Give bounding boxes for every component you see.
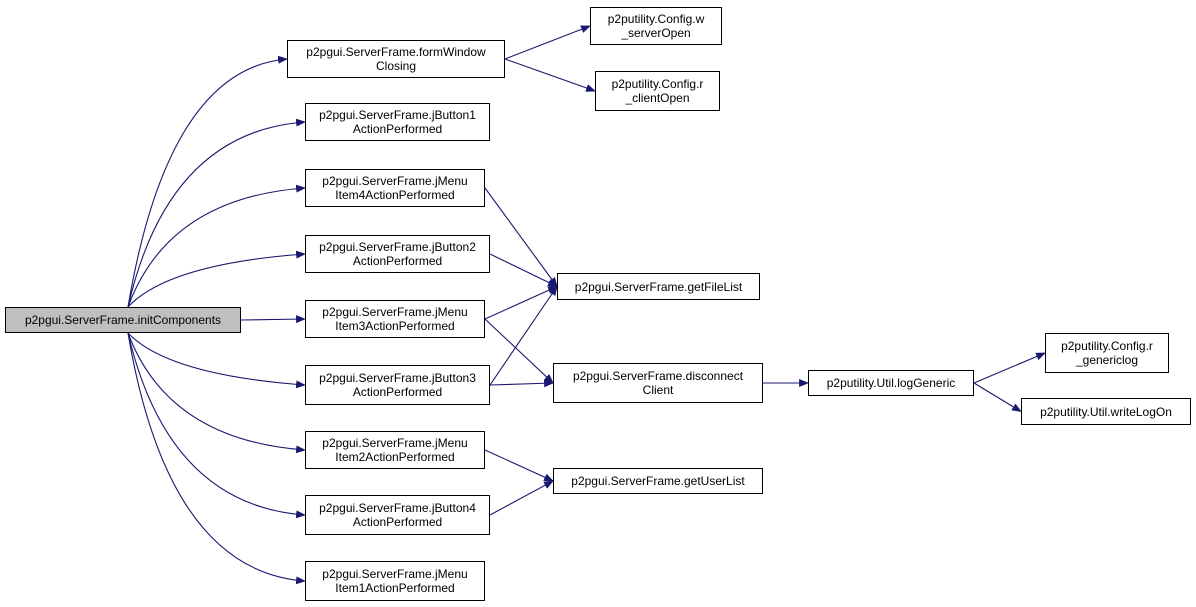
node-r_genericlog[interactable]: p2putility.Config.r _genericlog [1045,333,1169,373]
node-getUserList[interactable]: p2pgui.ServerFrame.getUserList [553,468,763,494]
node-label: p2pgui.ServerFrame.jMenu Item1ActionPerf… [322,567,468,595]
edge-initComponents-to-jButton2 [127,250,306,308]
node-label: p2pgui.ServerFrame.jMenu Item3ActionPerf… [322,305,468,333]
edge-formWindowClosing-to-r_clientOpen [504,58,596,92]
node-label: p2pgui.ServerFrame.initComponents [24,313,222,327]
node-jMenuItem2[interactable]: p2pgui.ServerFrame.jMenu Item2ActionPerf… [305,431,485,469]
node-label: p2pgui.ServerFrame.jButton4 ActionPerfor… [319,501,476,529]
node-jMenuItem4[interactable]: p2pgui.ServerFrame.jMenu Item4ActionPerf… [305,169,485,207]
node-label: p2pgui.ServerFrame.jButton3 ActionPerfor… [319,371,476,399]
node-jButton4[interactable]: p2pgui.ServerFrame.jButton4 ActionPerfor… [305,495,490,535]
edge-jMenuItem4-to-getFileList [484,187,558,288]
node-label: p2pgui.ServerFrame.jMenu Item4ActionPerf… [322,174,468,202]
edge-jButton3-to-getFileList [489,285,558,386]
edge-initComponents-to-jMenuItem2 [127,332,306,454]
node-label: p2pgui.ServerFrame.getUserList [571,474,745,488]
edge-initComponents-to-jMenuItem1 [127,332,306,585]
node-initComponents[interactable]: p2pgui.ServerFrame.initComponents [5,307,241,333]
node-getFileList[interactable]: p2pgui.ServerFrame.getFileList [557,273,760,300]
edge-initComponents-to-formWindowClosing [127,55,288,308]
edge-jMenuItem2-to-getUserList [484,449,554,482]
edge-jMenuItem3-to-getFileList [484,285,558,320]
edge-initComponents-to-jButton4 [127,332,306,519]
node-label: p2pgui.ServerFrame.jButton2 ActionPerfor… [319,240,476,268]
node-jMenuItem1[interactable]: p2pgui.ServerFrame.jMenu Item1ActionPerf… [305,561,485,601]
node-jButton3[interactable]: p2pgui.ServerFrame.jButton3 ActionPerfor… [305,365,490,405]
edge-initComponents-to-jButton3 [127,332,306,389]
edge-jButton3-to-disconnectClient [489,379,554,388]
edge-formWindowClosing-to-w_serverOpen [504,25,591,60]
node-jMenuItem3[interactable]: p2pgui.ServerFrame.jMenu Item3ActionPerf… [305,300,485,338]
edge-initComponents-to-jMenuItem4 [127,184,306,308]
edge-jMenuItem3-to-disconnectClient [484,318,554,384]
node-w_serverOpen[interactable]: p2putility.Config.w _serverOpen [590,7,722,45]
node-label: p2pgui.ServerFrame.getFileList [574,279,743,294]
edge-initComponents-to-jMenuItem3 [240,315,306,324]
node-label: p2pgui.ServerFrame.disconnect Client [572,369,744,397]
edge-logGeneric-to-writeLogOn [973,382,1022,413]
edge-jButton4-to-getUserList [489,480,554,516]
node-label: p2putility.Util.logGeneric [826,376,956,390]
node-label: p2pgui.ServerFrame.jMenu Item2ActionPerf… [322,436,468,464]
node-jButton1[interactable]: p2pgui.ServerFrame.jButton1 ActionPerfor… [305,103,490,141]
node-label: p2putility.Util.writeLogOn [1040,404,1172,419]
edge-logGeneric-to-r_genericlog [973,352,1046,384]
node-logGeneric[interactable]: p2putility.Util.logGeneric [808,370,974,396]
edge-jButton2-to-getFileList [489,253,558,287]
node-label: p2pgui.ServerFrame.formWindow Closing [306,45,486,73]
node-label: p2pgui.ServerFrame.jButton1 ActionPerfor… [319,108,476,136]
edge-initComponents-to-jButton1 [127,118,306,308]
node-r_clientOpen[interactable]: p2putility.Config.r _clientOpen [595,71,720,111]
node-label: p2putility.Config.r _genericlog [1061,339,1153,367]
node-disconnectClient[interactable]: p2pgui.ServerFrame.disconnect Client [553,363,763,403]
node-label: p2putility.Config.w _serverOpen [607,12,705,40]
node-jButton2[interactable]: p2pgui.ServerFrame.jButton2 ActionPerfor… [305,235,490,273]
node-label: p2putility.Config.r _clientOpen [611,77,704,105]
node-formWindowClosing[interactable]: p2pgui.ServerFrame.formWindow Closing [287,40,505,78]
node-writeLogOn[interactable]: p2putility.Util.writeLogOn [1021,398,1191,425]
